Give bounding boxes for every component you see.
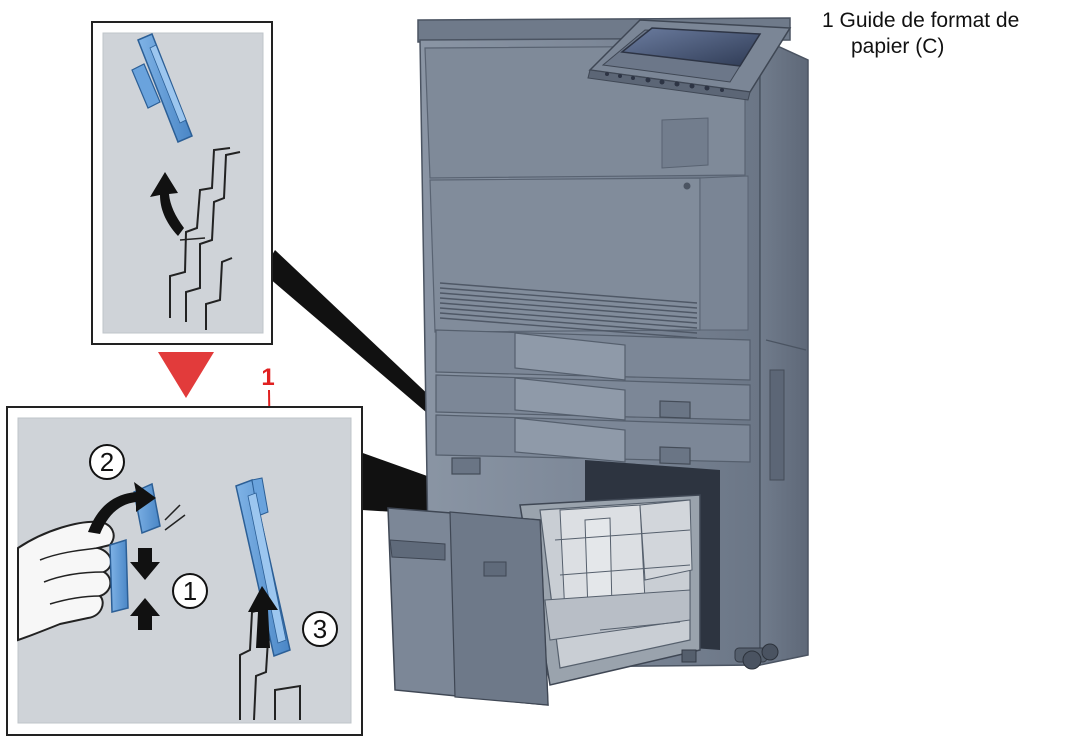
- legend-line-2: papier (C): [851, 35, 945, 58]
- step-1-circle: [172, 573, 208, 609]
- arrow-up-icon: [150, 172, 184, 236]
- step-1-label: 1: [183, 576, 197, 606]
- inset-top: [91, 21, 273, 345]
- pulled-out-cassette: [387, 494, 701, 706]
- legend-line-1: 1 Guide de format de: [822, 9, 1020, 32]
- step-2-label: 2: [100, 447, 114, 477]
- vent-grille: [439, 282, 698, 339]
- paper-size-guide-part-top: [131, 33, 193, 143]
- callout-number-1: 1: [261, 364, 274, 391]
- arrow-down-step1-icon: [130, 548, 160, 580]
- arrow-up-step1-icon: [130, 598, 160, 630]
- down-arrow-icon: [158, 352, 214, 398]
- step-3-label: 3: [313, 614, 327, 644]
- legend: 1 Guide de format de papier (C): [822, 8, 1019, 60]
- control-panel: [587, 19, 792, 101]
- arrow-up-step3-icon: [248, 586, 278, 648]
- curved-arrow-step2-icon: [88, 482, 156, 534]
- inset-bottom: 2 1 3: [6, 406, 363, 736]
- step-3-circle: [302, 611, 338, 647]
- step-2-circle: [89, 444, 125, 480]
